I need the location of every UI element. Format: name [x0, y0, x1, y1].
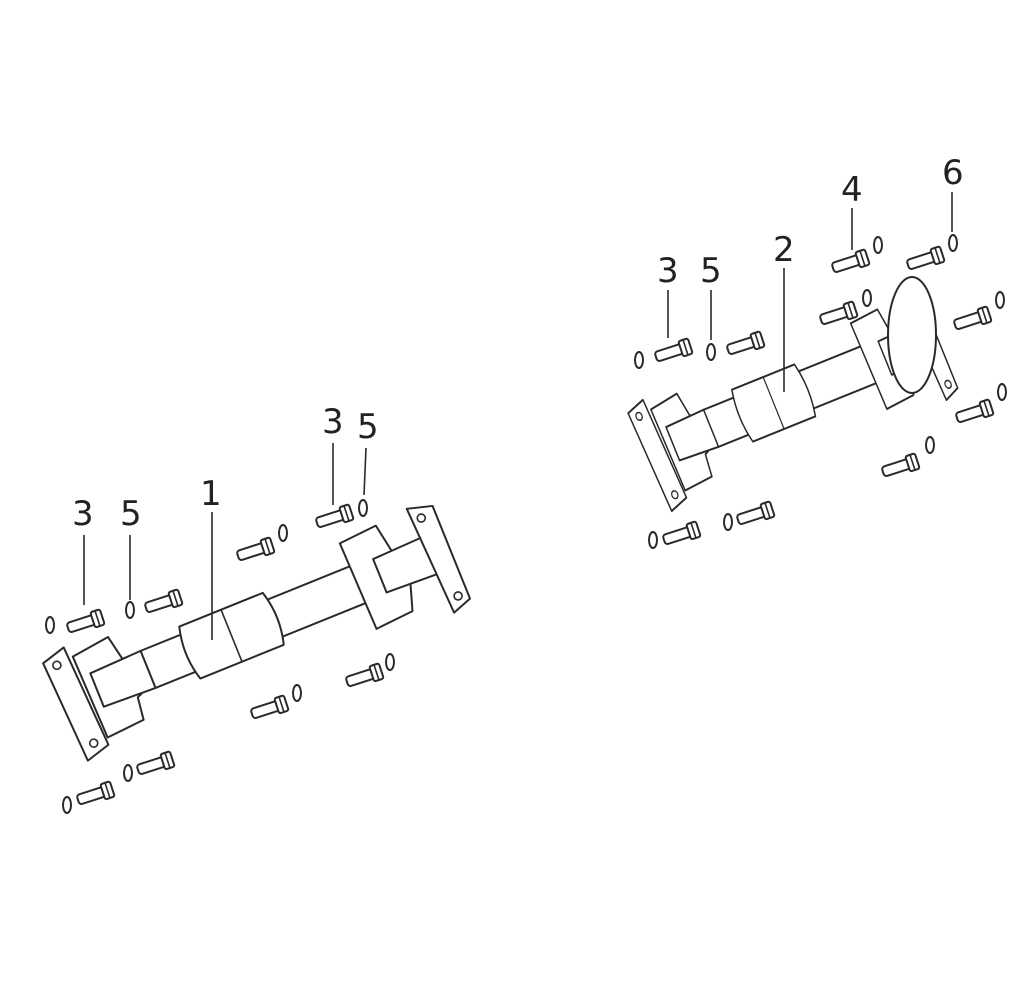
drive-shaft-1: [39, 498, 474, 764]
callout-label: 5: [120, 494, 142, 534]
callout-label: 4: [841, 170, 863, 210]
callout-label: 3: [322, 402, 344, 442]
callout-label: 3: [72, 494, 94, 534]
callout-label: 3: [657, 251, 679, 291]
rear-drive-shaft-assembly: 3 5 2 4 6: [624, 153, 1007, 549]
callout-label: 5: [357, 407, 379, 447]
front-drive-shaft-assembly: 3 5 1 3 5: [39, 402, 474, 814]
callout-label: 6: [942, 153, 964, 193]
callout-label: 5: [700, 251, 722, 291]
callout-label: 1: [200, 474, 222, 514]
callout-label: 2: [773, 230, 795, 270]
round-flange: [887, 276, 937, 394]
